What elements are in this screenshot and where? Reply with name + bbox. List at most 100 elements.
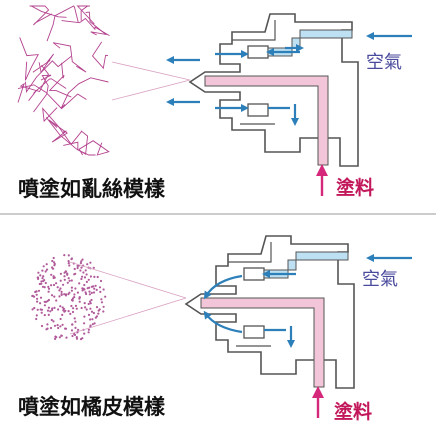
paint-dot bbox=[67, 310, 70, 313]
paint-dot bbox=[89, 324, 92, 327]
paint-dot bbox=[73, 332, 76, 336]
paint-dot bbox=[79, 269, 82, 272]
paint-dot bbox=[67, 260, 70, 263]
paint-dot bbox=[93, 275, 96, 278]
paint-dot bbox=[89, 275, 92, 278]
paint-dot bbox=[60, 293, 63, 296]
paint-dot bbox=[35, 314, 38, 317]
paint-dot bbox=[53, 264, 56, 267]
paint-dot bbox=[94, 316, 97, 319]
paint-dot bbox=[94, 284, 97, 287]
paint-dot bbox=[102, 305, 105, 308]
paint-dot bbox=[64, 270, 67, 273]
fiber-strand bbox=[17, 84, 87, 110]
paint-dot bbox=[78, 300, 81, 303]
paint-dot bbox=[76, 266, 79, 270]
spray-cone bbox=[111, 61, 191, 101]
paint-dot bbox=[47, 285, 50, 288]
paint-dot bbox=[35, 293, 38, 296]
fiber-strand bbox=[28, 78, 67, 101]
paint-dot bbox=[91, 323, 94, 326]
paint-dot bbox=[60, 334, 63, 337]
paint-dot bbox=[71, 310, 75, 314]
paint-dot bbox=[63, 275, 66, 278]
paint-dot bbox=[74, 304, 77, 307]
paint-dot bbox=[72, 307, 75, 310]
paint-dot bbox=[50, 284, 53, 287]
paint-dot bbox=[40, 280, 43, 283]
paint-dot bbox=[87, 302, 90, 306]
paint-dot bbox=[69, 312, 72, 315]
paint-dot bbox=[41, 277, 44, 280]
air-label: 空氣 bbox=[366, 52, 402, 73]
paint-dot bbox=[98, 308, 101, 311]
paint-dot bbox=[58, 336, 61, 339]
paint-dot bbox=[42, 265, 45, 268]
paint-dot bbox=[100, 298, 103, 301]
paint-dot bbox=[37, 277, 40, 280]
paint-dot bbox=[84, 306, 87, 309]
paint-dot bbox=[53, 324, 57, 327]
paint-dot bbox=[55, 282, 58, 285]
paint-dot bbox=[75, 336, 78, 339]
fiber-strand bbox=[48, 119, 69, 143]
paint-dot bbox=[71, 334, 74, 338]
paint-dot bbox=[52, 320, 55, 323]
paint-dot bbox=[74, 320, 77, 323]
paint-dot bbox=[49, 310, 52, 313]
paint-dot bbox=[41, 269, 44, 272]
paint-dot bbox=[35, 317, 38, 321]
paint-dot bbox=[54, 337, 57, 340]
paint-dot bbox=[40, 308, 44, 311]
paint-dot bbox=[52, 276, 56, 279]
paint-dot bbox=[83, 302, 86, 305]
paint-dot bbox=[83, 315, 86, 318]
paint-dot bbox=[68, 279, 71, 282]
paint-dot bbox=[66, 281, 69, 284]
paint-dot bbox=[51, 259, 54, 263]
paint-dot bbox=[65, 336, 68, 339]
paint-dot bbox=[42, 279, 45, 283]
paint-dot bbox=[50, 318, 53, 322]
paint-dot bbox=[46, 327, 49, 330]
paint-dot bbox=[36, 308, 39, 311]
paint-dot bbox=[84, 291, 87, 294]
paint-dot bbox=[88, 290, 91, 293]
paint-dot bbox=[79, 262, 82, 265]
paint-dot bbox=[89, 307, 92, 310]
paint-dot bbox=[31, 308, 34, 311]
paint-dot bbox=[46, 300, 49, 303]
paint-dot bbox=[47, 313, 50, 316]
paint-dot bbox=[87, 331, 90, 334]
paint-dot bbox=[64, 293, 68, 296]
paint-dot bbox=[36, 300, 39, 303]
paint-dot bbox=[81, 275, 84, 278]
paint-dot bbox=[59, 317, 62, 321]
paint-dot bbox=[92, 311, 95, 315]
paint-dot bbox=[47, 306, 51, 309]
paint-dot bbox=[87, 278, 90, 281]
paint-dot bbox=[85, 273, 88, 276]
paint-dot bbox=[89, 261, 92, 264]
paint-dot bbox=[74, 287, 77, 290]
paint-dot bbox=[83, 276, 87, 279]
paint-dot bbox=[61, 313, 64, 316]
paint-dot bbox=[87, 328, 90, 331]
paint-dot bbox=[87, 313, 91, 316]
paint-dot bbox=[56, 286, 59, 289]
paint-dot bbox=[88, 286, 91, 289]
fiber-strand bbox=[76, 5, 95, 25]
panel-caption: 噴塗如亂絲模樣 bbox=[18, 177, 166, 201]
paint-dot bbox=[35, 290, 38, 293]
paint-inlet-arrowhead bbox=[312, 386, 324, 398]
paint-dot bbox=[88, 293, 91, 296]
paint-inlet-arrowhead bbox=[316, 164, 328, 176]
paint-dot bbox=[96, 275, 99, 279]
paint-dot bbox=[50, 273, 53, 276]
paint-dot bbox=[58, 295, 61, 298]
paint-dot bbox=[93, 322, 96, 325]
paint-dot bbox=[61, 323, 64, 326]
paint-dot bbox=[83, 283, 86, 287]
paint-dot bbox=[40, 311, 43, 314]
